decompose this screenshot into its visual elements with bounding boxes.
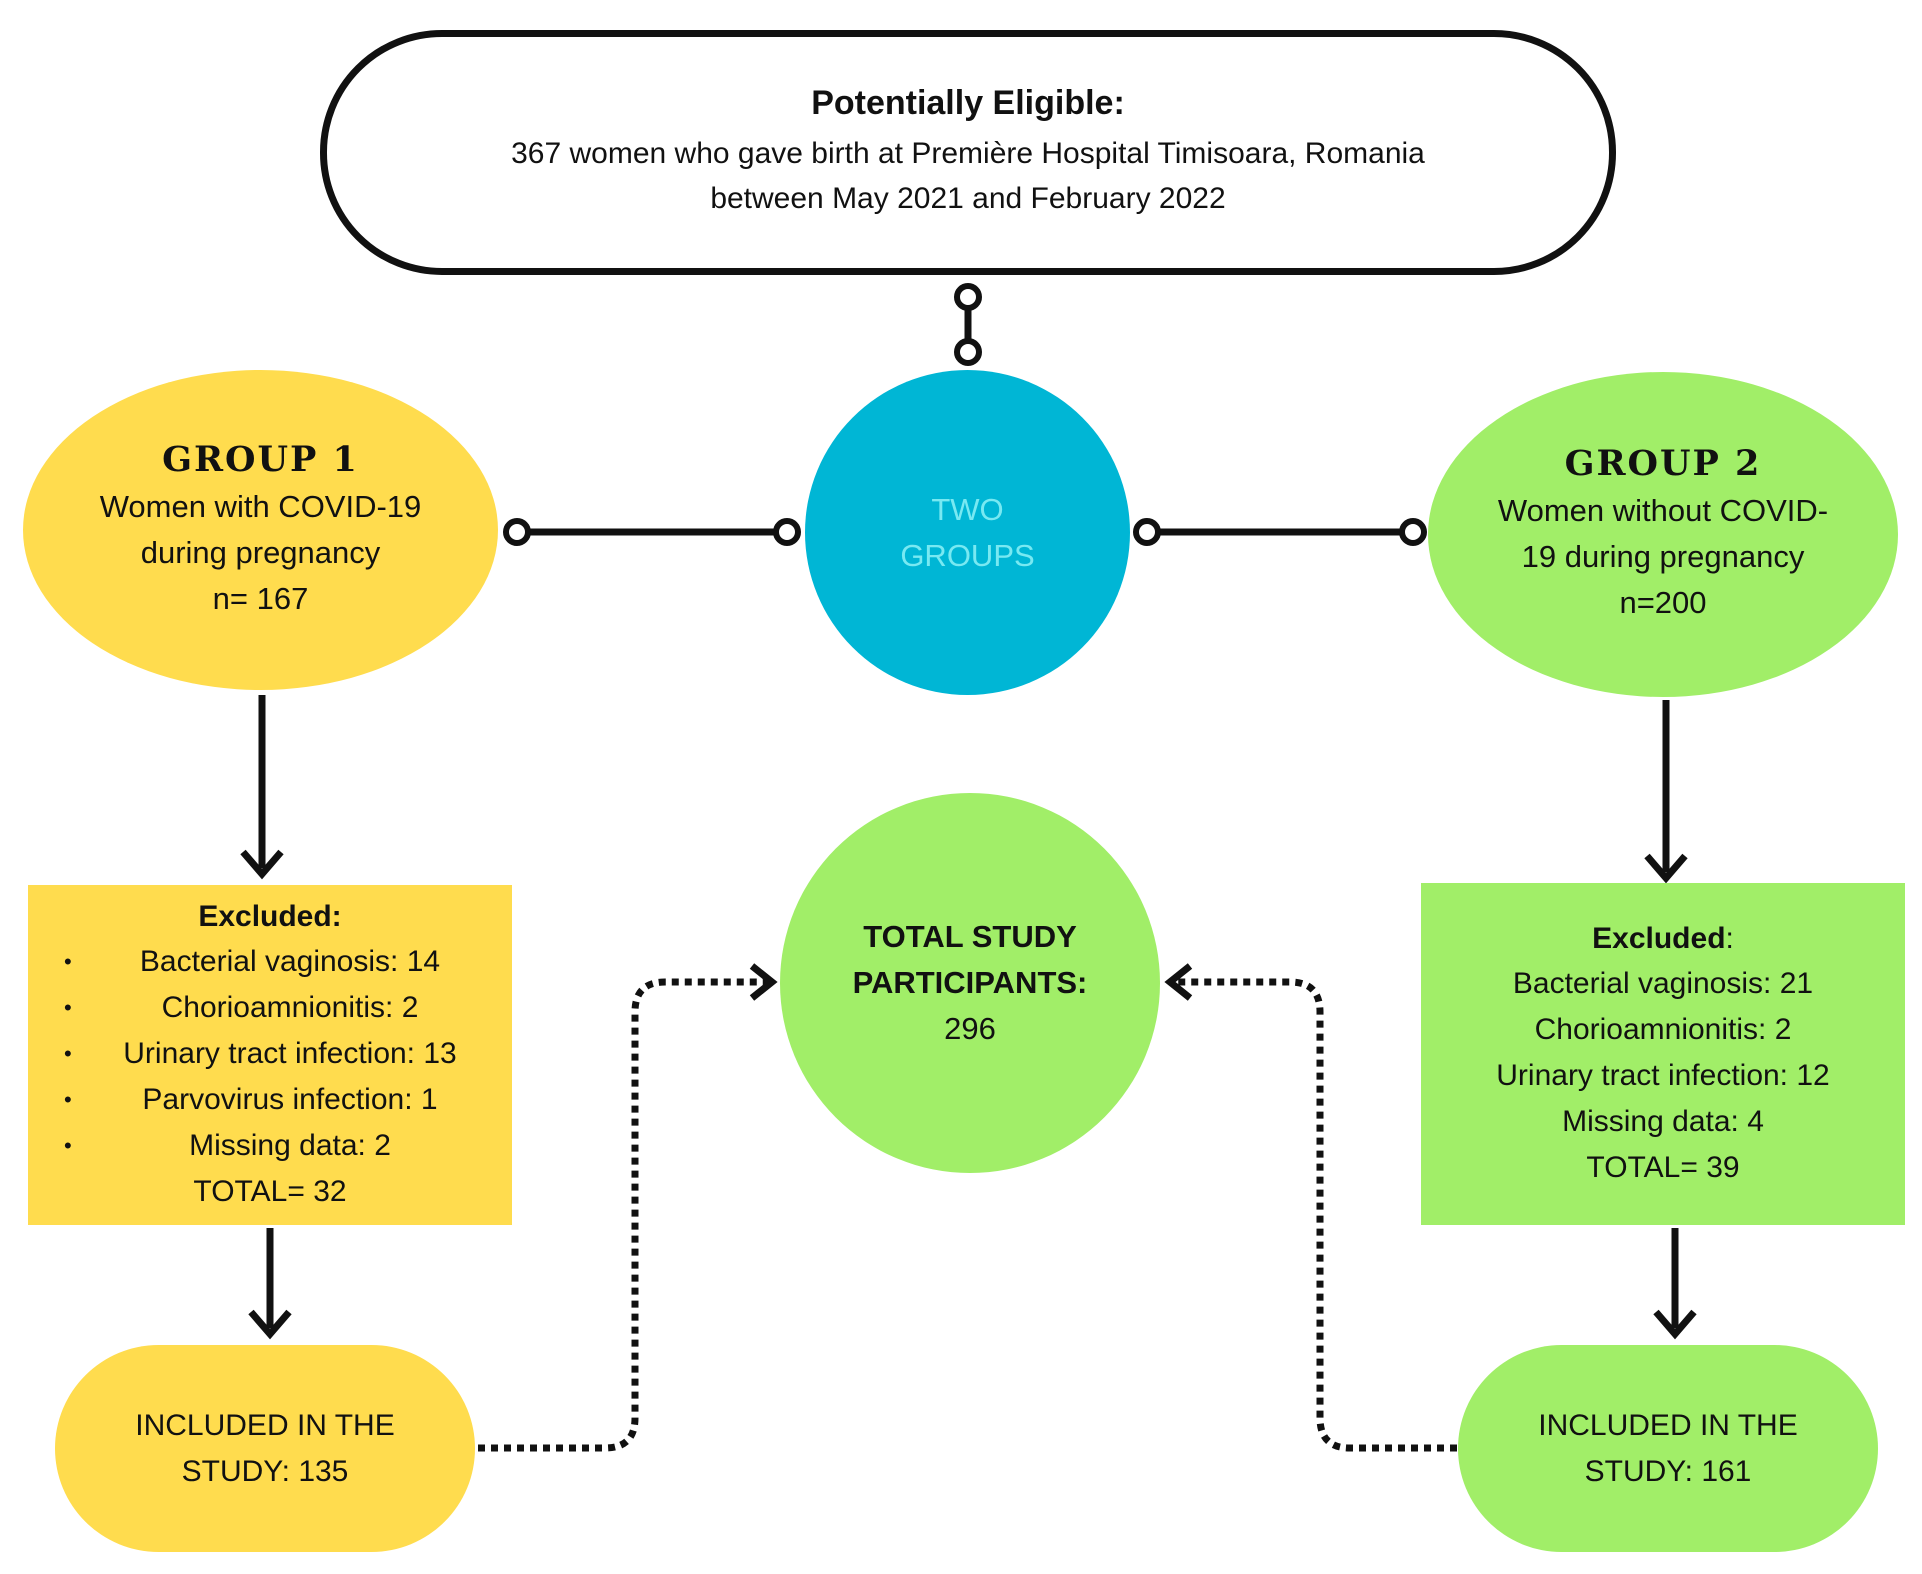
- arrow-group2-to-excluded2: [1644, 700, 1688, 884]
- bullet-icon: •: [64, 1087, 72, 1112]
- excluded2-box: Excluded: Bacterial vaginosis: 21 Chorio…: [1421, 883, 1905, 1225]
- excluded2-list: Bacterial vaginosis: 21 Chorioamnionitis…: [1421, 961, 1905, 1145]
- excluded1-item: • Missing data: 2: [28, 1123, 512, 1169]
- potentially-eligible-line2: between May 2021 and February 2022: [710, 182, 1226, 215]
- excluded1-item: • Chorioamnionitis: 2: [28, 985, 512, 1031]
- included2-line2: STUDY: 161: [1584, 1454, 1752, 1488]
- excluded1-item-text: Bacterial vaginosis: 14: [139, 945, 441, 978]
- excluded1-item-text: Parvovirus infection: 1: [142, 1083, 438, 1116]
- group1-ellipse: GROUP 1 Women with COVID-19 during pregn…: [23, 370, 498, 690]
- excluded1-item: • Urinary tract infection: 13: [28, 1031, 512, 1077]
- two-groups-hub: TWO GROUPS: [805, 370, 1130, 695]
- connector-top-to-hub: [954, 283, 982, 366]
- excluded1-title: Excluded:: [198, 900, 342, 933]
- arrow-group1-to-excluded1: [240, 695, 284, 880]
- excluded2-title-row: Excluded:: [1592, 917, 1734, 961]
- excluded1-item: • Parvovirus infection: 1: [28, 1077, 512, 1123]
- total-participants-circle: TOTAL STUDY PARTICIPANTS: 296: [780, 793, 1160, 1173]
- excluded2-item: Urinary tract infection: 12: [1496, 1059, 1830, 1092]
- excluded1-item-text: Missing data: 2: [189, 1129, 391, 1162]
- excluded1-total: TOTAL= 32: [193, 1175, 347, 1208]
- hub-line2: GROUPS: [900, 537, 1035, 573]
- group1-line1: Women with COVID-19: [99, 488, 422, 524]
- potentially-eligible-title: Potentially Eligible:: [811, 84, 1125, 122]
- bullet-icon: •: [64, 995, 72, 1020]
- excluded2-total: TOTAL= 39: [1586, 1151, 1740, 1184]
- excluded1-list: • Bacterial vaginosis: 14 • Chorioamnionit…: [28, 939, 512, 1169]
- total-line2: PARTICIPANTS:: [852, 965, 1088, 1000]
- group2-line1: Women without COVID-: [1497, 493, 1829, 528]
- excluded2-item: Missing data: 4: [1562, 1105, 1764, 1138]
- excluded2-item: Chorioamnionitis: 2: [1534, 1013, 1792, 1046]
- group1-title: GROUP 1: [162, 438, 359, 480]
- excluded2-item: Bacterial vaginosis: 21: [1512, 967, 1814, 1000]
- hub-line1: TWO: [931, 491, 1004, 527]
- potentially-eligible-line1: 367 women who gave birth at Première Hos…: [511, 137, 1425, 170]
- excluded1-item-text: Urinary tract infection: 13: [123, 1037, 457, 1070]
- group1-n: n= 167: [212, 580, 309, 616]
- dotted-arrow-included1-to-total: [478, 963, 778, 1452]
- excluded1-item: • Bacterial vaginosis: 14: [28, 939, 512, 985]
- included2-line1: INCLUDED IN THE: [1538, 1408, 1798, 1442]
- group1-line2: during pregnancy: [140, 534, 381, 570]
- bullet-icon: •: [64, 1133, 72, 1158]
- total-value: 296: [944, 1011, 996, 1046]
- included1-line2: STUDY: 135: [181, 1454, 349, 1488]
- group2-title: GROUP 2: [1564, 443, 1762, 484]
- arrow-excluded2-to-included2: [1653, 1228, 1697, 1340]
- connector-hub-to-group2: [1133, 518, 1427, 546]
- group2-line2: 19 during pregnancy: [1521, 539, 1805, 574]
- group2-n: n=200: [1619, 585, 1707, 620]
- group2-ellipse: GROUP 2 Women without COVID- 19 during p…: [1428, 372, 1898, 697]
- arrow-excluded1-to-included1: [248, 1228, 292, 1340]
- excluded2-title: Excluded: [1592, 922, 1726, 955]
- total-line1: TOTAL STUDY: [863, 919, 1077, 954]
- bullet-icon: •: [64, 949, 72, 974]
- included1-line1: INCLUDED IN THE: [135, 1408, 395, 1442]
- potentially-eligible-box: Potentially Eligible: 367 women who gave…: [320, 30, 1616, 275]
- excluded1-box: Excluded: • Bacterial vaginosis: 14 • Chor…: [28, 885, 512, 1225]
- included2-pill: INCLUDED IN THE STUDY: 161: [1458, 1345, 1878, 1552]
- excluded1-item-text: Chorioamnionitis: 2: [161, 991, 419, 1024]
- excluded2-title-colon: :: [1725, 922, 1734, 955]
- included1-pill: INCLUDED IN THE STUDY: 135: [55, 1345, 475, 1552]
- dotted-arrow-included2-to-total: [1164, 963, 1457, 1452]
- bullet-icon: •: [64, 1041, 72, 1066]
- connector-group1-to-hub: [503, 518, 801, 546]
